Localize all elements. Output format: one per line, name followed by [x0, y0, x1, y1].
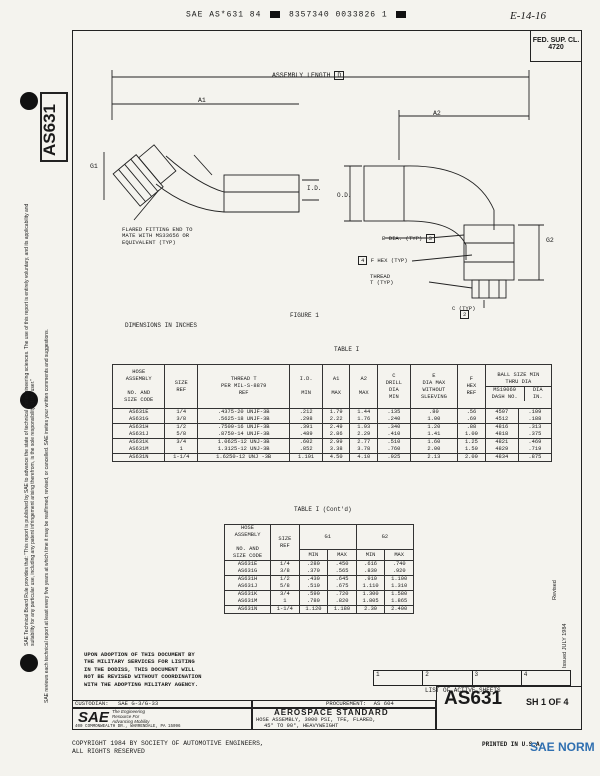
doc-number-vertical: AS631: [39, 104, 59, 156]
ref-box-4: 4: [358, 256, 368, 265]
sae-address: 400 COMMONWEALTH DR., WARRENDALE, PA 150…: [75, 725, 181, 729]
document-title: HOSE ASSEMBLY, 3000 PSI, TFE, FLARED, 45…: [256, 717, 376, 730]
fed-sup-cl-value: 4720: [548, 44, 564, 51]
ref-box-3: 3: [425, 234, 436, 243]
doc-number: AS631: [444, 688, 503, 709]
issued-label: Issued JULY 1984: [562, 623, 568, 668]
side-note-2: SAE reviews each technical report at lea…: [44, 329, 50, 703]
f-hex-label: 4 F HEX (TYP): [358, 256, 408, 265]
od-label: O.D.: [337, 192, 352, 199]
th-g2: G2: [355, 524, 415, 550]
adoption-note: UPON ADOPTION OF THIS DOCUMENT BY THE MI…: [84, 651, 202, 688]
th-g2-max: MAX: [384, 549, 414, 561]
header-line: SAE AS*631 84 8357340 0033826 1: [186, 11, 407, 19]
procurement: PROCUREMENT: AS 604: [326, 700, 394, 707]
doc-number-tab: AS631: [40, 92, 68, 162]
th-a2: A2 MAX: [349, 364, 379, 409]
sheet-cell: 2: [423, 671, 473, 685]
binder-hole: [20, 654, 38, 672]
left-fitting: [112, 144, 177, 207]
c-typ-label: C (TYP) 2: [452, 305, 476, 320]
e-dia-label: E DIA. (TYP) 3: [382, 234, 436, 243]
th-g1-max: MAX: [327, 549, 357, 561]
side-note-1: SAE Technical Board Rule provides that: …: [24, 203, 36, 646]
dimensions-note: DIMENSIONS IN INCHES: [125, 322, 198, 329]
barcode-block: [270, 11, 281, 18]
title-block: CUSTODIAN: SAE G-3/G-33 PROCUREMENT: AS …: [72, 686, 582, 730]
a2-label: A2: [433, 110, 441, 117]
binder-hole: [20, 391, 38, 409]
table1-title: TABLE I: [334, 346, 360, 353]
rights-reserved: ALL RIGHTS RESERVED: [72, 748, 145, 755]
th-a1: A1 MAX: [321, 364, 351, 409]
g2-label: G2: [546, 237, 554, 244]
a1-label: A1: [198, 97, 206, 104]
active-sheets-row: 1 2 3 4: [373, 670, 571, 686]
printed-in: PRINTED IN U.S.A.: [482, 741, 544, 748]
hex-nut: [463, 224, 515, 281]
assembly-length-label: ASSEMBLY LENGTH D: [272, 71, 345, 80]
custodian: CUSTODIAN: SAE G-3/G-33: [75, 700, 159, 707]
thread-label: THREAD T (TYP): [370, 273, 394, 287]
barcode-block: [396, 11, 407, 18]
active-sheets-label: LIST OF ACTIVE SHEETS: [425, 687, 501, 694]
sae-tagline: The Engineering Resource For Advancing M…: [112, 709, 150, 724]
sheet-cell: 3: [473, 671, 522, 685]
sheet-cell: 1: [374, 671, 424, 685]
handwritten-note: E-14-16: [510, 10, 547, 22]
id-label: I.D.: [307, 185, 322, 192]
th-g1-min: MIN: [298, 549, 329, 561]
ref-box-d: D: [334, 71, 345, 80]
category: AEROSPACE STANDARD: [274, 708, 389, 717]
sae-logo: SAE: [78, 709, 109, 726]
table1-cont-title: TABLE I (Cont'd): [294, 506, 352, 513]
th-id: I.D. MIN: [289, 364, 323, 409]
ref-box-2: 2: [460, 310, 470, 320]
flared-fitting-note: FLARED FITTING END TO MATE WITH MS33656 …: [122, 226, 193, 246]
right-fitting-sleeve: [363, 165, 405, 222]
sheet-cell: 4: [523, 671, 528, 678]
th-g2-min: MIN: [355, 549, 386, 561]
fed-sup-cl-label: FED. SUP. CL.: [532, 37, 580, 44]
binder-hole: [20, 92, 38, 110]
copyright: COPYRIGHT 1984 BY SOCIETY OF AUTOMOTIVE …: [72, 740, 264, 747]
fed-sup-cl-box: FED. SUP. CL. 4720: [530, 30, 582, 62]
th-g1: G1: [298, 524, 357, 550]
figure-caption: FIGURE 1: [290, 312, 319, 319]
figure-1-drawing: [103, 70, 544, 308]
sheet-number: SH 1 OF 4: [526, 697, 569, 707]
revised-label: Revised: [552, 580, 558, 600]
g1-label: G1: [90, 163, 98, 170]
watermark-logo: SAE NORM: [530, 740, 595, 754]
